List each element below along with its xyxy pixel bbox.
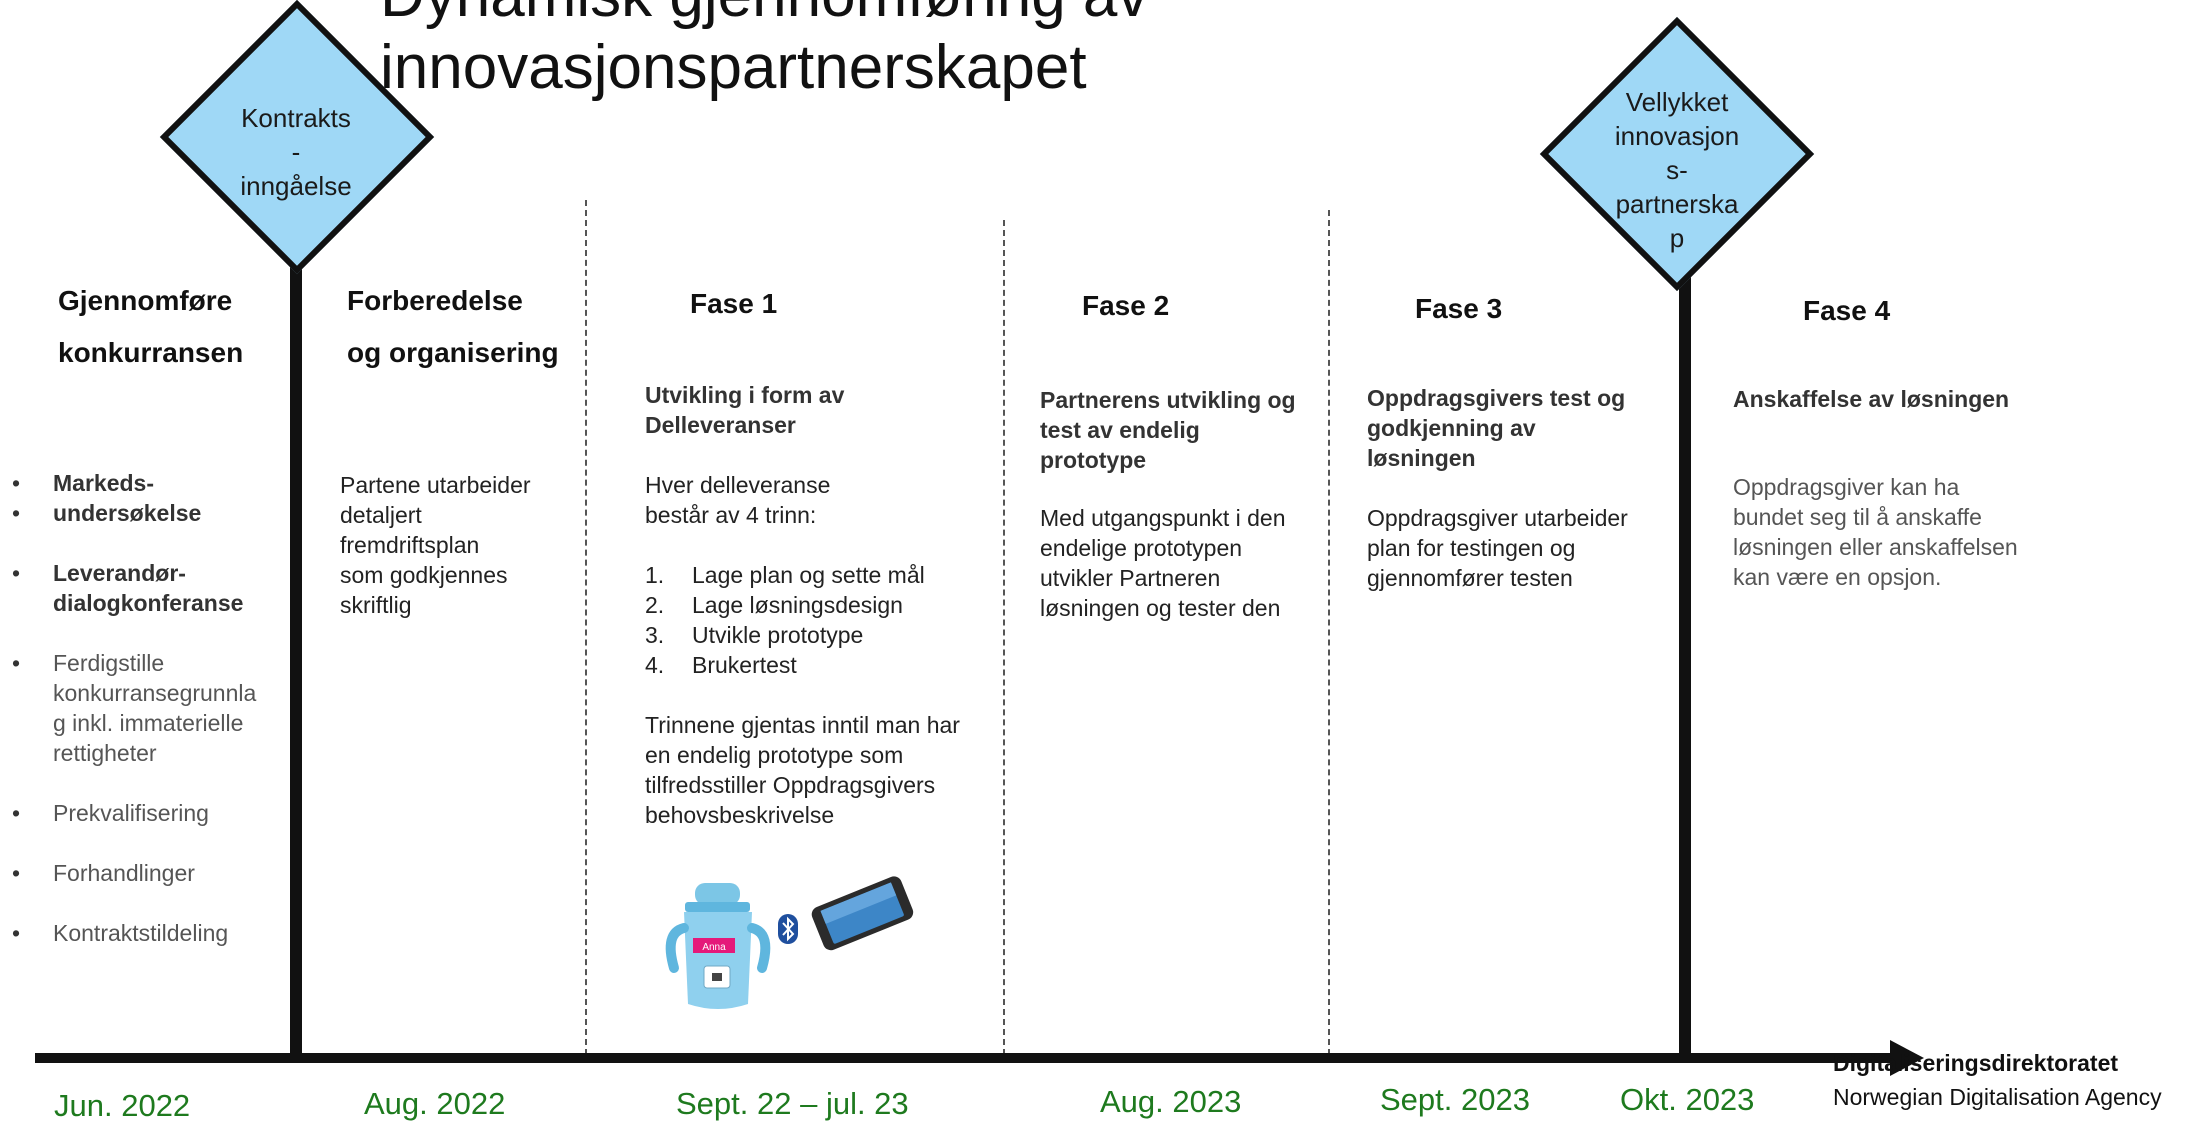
list-item: Prekvalifisering <box>12 798 282 828</box>
bluetooth-icon <box>778 914 798 944</box>
timeline-axis <box>35 1053 1897 1063</box>
timeline-arrow-icon <box>1890 1040 1924 1076</box>
timeline-date: Aug. 2023 <box>1100 1084 1242 1119</box>
step-text: Lage løsningsdesign <box>692 592 903 618</box>
timeline-date: Sept. 22 – jul. 23 <box>676 1086 909 1121</box>
sippy-cup-icon: Anna <box>665 883 771 1009</box>
phase-3-title: Fase 3 <box>1415 293 1503 324</box>
phase-divider <box>1003 220 1005 1055</box>
phase-divider <box>585 200 587 1055</box>
list-item-text: dialogkonferanse <box>53 590 244 616</box>
milestone-label-contract: Kontrakts - inngåelse <box>240 103 352 201</box>
column-title: Gjennomføre <box>58 285 233 316</box>
column-1-bullet-list: Markeds- undersøkelse Leverandør-dialogk… <box>12 468 282 978</box>
phase-1-outro: Trinnene gjentas inntil man har en endel… <box>645 712 960 828</box>
list-item: 4. Brukertest <box>645 650 975 680</box>
list-item-text: Ferdigstille <box>53 650 165 676</box>
phase-4-subtitle: Anskaffelse av løsningen <box>1733 386 2010 412</box>
phase-2-text: Med utgangspunkt i den endelige prototyp… <box>1040 505 1286 621</box>
list-item-text: Leverandør- <box>53 560 186 586</box>
list-item: Markeds- <box>12 468 282 498</box>
list-item-text: konkurransegrunnla <box>53 680 257 706</box>
phase-3-subtitle: Oppdragsgivers test og godkjenning av lø… <box>1367 385 1626 471</box>
list-item: Leverandør-dialogkonferanse <box>12 558 282 618</box>
column-title: og organisering <box>347 337 559 368</box>
milestone-post-contract <box>290 225 302 1055</box>
phase-1-steps: 1. Lage plan og sette mål 2. Lage løsnings… <box>645 560 975 680</box>
brand-name: Digitaliseringsdirektoratet <box>1833 1050 2119 1076</box>
brand-name-english: Norwegian Digitalisation Agency <box>1833 1084 2162 1110</box>
list-item: Ferdigstille konkurransegrunnla g inkl. im… <box>12 648 282 768</box>
timeline-date: Aug. 2022 <box>364 1086 506 1121</box>
milestone-label-success: Vellykket innovasjon s- partnerska p <box>1614 87 1740 253</box>
list-item: undersøkelse <box>12 498 282 528</box>
column-2-text: Partene utarbeider detaljert fremdriftsp… <box>340 472 531 618</box>
phase-1-subtitle: Utvikling i form av Delleveranser <box>645 382 845 438</box>
title-line-1: Dynamisk gjennomføring av <box>380 0 1148 30</box>
list-item-text: rettigheter <box>53 740 157 766</box>
list-item: 1. Lage plan og sette mål <box>645 560 975 590</box>
step-text: Lage plan og sette mål <box>692 562 925 588</box>
list-item: 2. Lage løsningsdesign <box>645 590 975 620</box>
page-title: Dynamisk gjennomføring av innovasjonspar… <box>380 0 1148 104</box>
phase-1-title: Fase 1 <box>690 288 778 319</box>
phase-2-subtitle: Partnerens utvikling og test av endelig … <box>1040 387 1296 473</box>
milestone-post-success <box>1679 255 1691 1055</box>
phase-2-title: Fase 2 <box>1082 290 1170 321</box>
cup-name-label: Anna <box>702 942 726 953</box>
step-text: Brukertest <box>692 652 797 678</box>
title-line-2: innovasjonspartnerskapet <box>380 33 1087 102</box>
column-title: konkurransen <box>58 337 244 368</box>
phase-4-title: Fase 4 <box>1803 295 1891 326</box>
phase-divider <box>1328 210 1330 1055</box>
step-number: 1. <box>645 562 665 588</box>
timeline-date: Okt. 2023 <box>1620 1082 1755 1117</box>
phase-1-intro: Hver delleveranse består av 4 trinn: <box>645 472 831 528</box>
phase-4-text: Oppdragsgiver kan ha bundet seg til å an… <box>1733 474 2018 590</box>
step-number: 2. <box>645 592 665 618</box>
list-item-text: g inkl. immaterielle <box>53 710 244 736</box>
step-number: 3. <box>645 622 665 648</box>
step-number: 4. <box>645 652 665 678</box>
timeline-date: Sept. 2023 <box>1380 1082 1530 1117</box>
list-item: Forhandlinger <box>12 858 282 888</box>
list-item: 3. Utvikle prototype <box>645 620 975 650</box>
step-text: Utvikle prototype <box>692 622 864 648</box>
list-item: Kontraktstildeling <box>12 918 282 948</box>
timeline-date: Jun. 2022 <box>54 1088 191 1123</box>
smartphone-icon <box>811 876 914 951</box>
column-forberedelse: Forberedelse og organisering <box>347 275 577 379</box>
phase-3-text: Oppdragsgiver utarbeider plan for testin… <box>1367 505 1628 591</box>
column-title: Forberedelse <box>347 285 523 316</box>
column-gjennomfore: Gjennomføre konkurransen <box>58 275 290 379</box>
